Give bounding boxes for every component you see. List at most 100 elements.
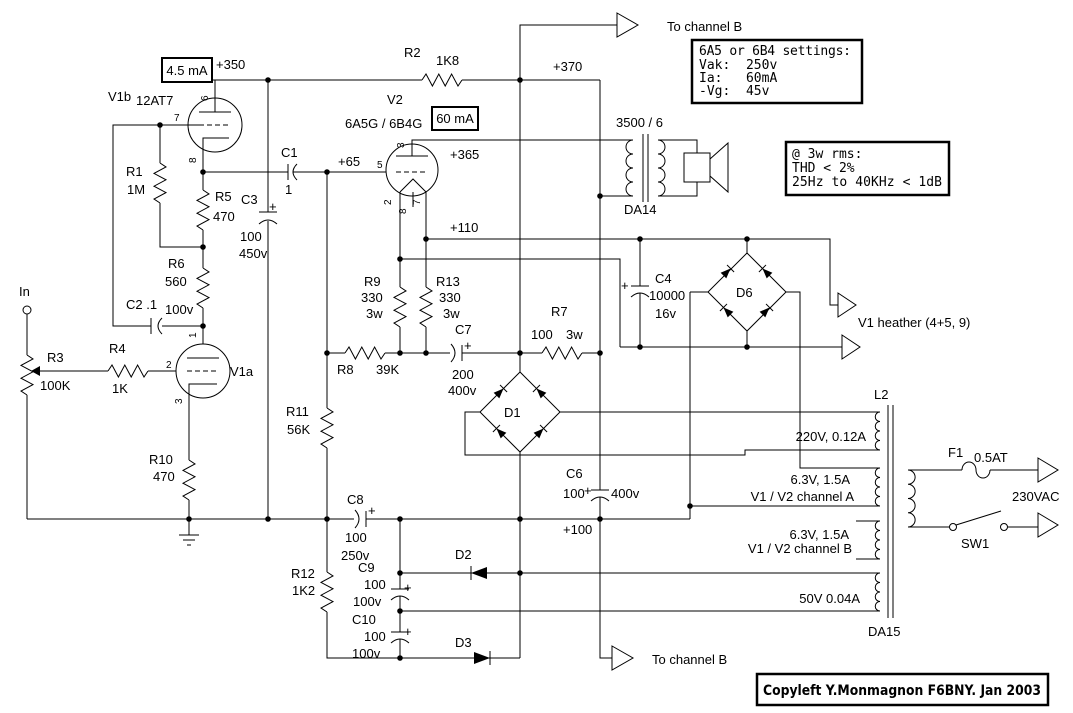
cap-c6 bbox=[590, 489, 610, 502]
label-opt-model: DA14 bbox=[624, 202, 657, 217]
label-r11-value: 56K bbox=[287, 422, 310, 437]
label-to-channel-b-top: To channel B bbox=[667, 19, 742, 34]
label-v1a-name: V1a bbox=[230, 364, 254, 379]
label-l2-model: DA15 bbox=[868, 624, 901, 639]
label-r7-name: R7 bbox=[551, 304, 568, 319]
label-winding-50v: 50V 0.04A bbox=[799, 591, 860, 606]
label-c2-name: C2 .1 bbox=[126, 297, 157, 312]
label-c10-value: 100 bbox=[364, 629, 386, 644]
output-transformer bbox=[625, 139, 666, 197]
meter-box-ib bbox=[161, 57, 213, 83]
label-c6-rating: 400v bbox=[611, 486, 640, 501]
resistor-r5 bbox=[196, 189, 210, 231]
specs-box bbox=[784, 140, 951, 197]
resistor-r1 bbox=[153, 162, 167, 204]
label-winding-63a-ch: V1 / V2 channel A bbox=[751, 489, 855, 504]
wire-heater-rails bbox=[400, 238, 880, 519]
wire-bias-chain bbox=[326, 353, 880, 659]
settings-line3: Ia: 60mA bbox=[699, 71, 777, 86]
label-c9-rating: 100v bbox=[353, 594, 382, 609]
label-r6-name: R6 bbox=[168, 256, 185, 271]
label-winding-63a: 6.3V, 1.5A bbox=[790, 472, 850, 487]
label-r3-name: R3 bbox=[47, 350, 64, 365]
label-c4-name: C4 bbox=[655, 271, 672, 286]
label-winding-220v: 220V, 0.12A bbox=[796, 429, 867, 444]
bridge-d6 bbox=[707, 252, 787, 332]
resistor-r8 bbox=[344, 346, 386, 360]
label-r5-value: 470 bbox=[213, 209, 235, 224]
label-r7-value: 100 bbox=[531, 327, 553, 342]
label-v1b-name: V1b bbox=[108, 89, 131, 104]
label-v2-name: V2 bbox=[387, 92, 403, 107]
label-r12-value: 1K2 bbox=[292, 583, 315, 598]
label-r13-value: 330 bbox=[439, 290, 461, 305]
label-sw1: SW1 bbox=[961, 536, 989, 551]
label-c7-plus: + bbox=[464, 338, 472, 353]
specs-line2: THD < 2% bbox=[792, 161, 855, 176]
label-d3: D3 bbox=[455, 635, 472, 650]
resistor-r9 bbox=[393, 286, 407, 328]
label-c10-name: C10 bbox=[352, 612, 376, 627]
arrow-heater-2 bbox=[841, 334, 861, 360]
resistors bbox=[20, 73, 583, 613]
label-c3-rating: 450v bbox=[239, 246, 268, 261]
label-r11-name: R11 bbox=[286, 404, 309, 419]
label-c1-name: C1 bbox=[281, 145, 298, 160]
label-r13-power: 3w bbox=[443, 306, 460, 321]
resistor-r13 bbox=[419, 286, 433, 328]
label-c4-rating: 16v bbox=[655, 306, 676, 321]
label-c3-value: 100 bbox=[240, 229, 262, 244]
label-c1-value: 1 bbox=[285, 182, 292, 197]
label-r1-value: 1M bbox=[127, 182, 145, 197]
junction-dots bbox=[157, 77, 750, 661]
wires bbox=[26, 24, 1038, 659]
label-r12-name: R12 bbox=[291, 566, 315, 581]
label-v365: +365 bbox=[450, 147, 479, 162]
label-r2-value: 1K8 bbox=[436, 53, 459, 68]
resistor-r11 bbox=[320, 407, 334, 449]
label-c7-value: 200 bbox=[452, 367, 474, 382]
label-c8-plus: + bbox=[368, 503, 376, 518]
bridge-d1 bbox=[479, 371, 561, 453]
resistor-r7 bbox=[541, 346, 583, 360]
label-r5-name: R5 bbox=[215, 189, 232, 204]
switch-sw1 bbox=[949, 523, 1008, 531]
arrow-to-channel-b-bottom bbox=[611, 645, 635, 671]
arrow-mains-live bbox=[1037, 457, 1059, 483]
input-jack: In bbox=[19, 284, 32, 315]
pin-v1b-grid: 7 bbox=[174, 113, 180, 124]
settings-line1: 6A5 or 6B4 settings: bbox=[699, 44, 851, 59]
label-d6: D6 bbox=[736, 285, 753, 300]
label-winding-63b: 6.3V, 1.5A bbox=[789, 527, 849, 542]
pin-v2-plate: 3 bbox=[396, 142, 407, 148]
label-230vac: 230VAC bbox=[1012, 489, 1059, 504]
connector-arrows bbox=[611, 12, 1059, 671]
label-r9-value: 330 bbox=[361, 290, 383, 305]
pin-v1b-plate: 6 bbox=[200, 95, 211, 101]
label-c10-rating: 100v bbox=[352, 646, 381, 661]
label-r8-value: 39K bbox=[376, 362, 399, 377]
resistor-r6 bbox=[196, 267, 210, 309]
wire-v1a-stage bbox=[26, 314, 190, 519]
label-v110: +110 bbox=[450, 220, 478, 235]
label-d1: D1 bbox=[504, 405, 521, 420]
tube-v2 bbox=[385, 143, 439, 197]
pot-wiper-arrow bbox=[31, 366, 40, 376]
cap-c10 bbox=[390, 631, 410, 644]
tube-v1b bbox=[187, 97, 243, 172]
label-r10-name: R10 bbox=[149, 452, 173, 467]
label-c7-rating: 400v bbox=[448, 383, 477, 398]
label-c10-plus: + bbox=[404, 624, 412, 639]
label-r6-value: 560 bbox=[165, 274, 187, 289]
label-l2-name: L2 bbox=[874, 387, 888, 402]
arrow-mains-neutral bbox=[1037, 512, 1059, 538]
cap-c3 bbox=[258, 211, 278, 225]
arrow-heater-1 bbox=[837, 292, 857, 318]
label-r9-power: 3w bbox=[366, 306, 383, 321]
label-c8-value: 100 bbox=[345, 530, 367, 545]
cap-c8 bbox=[354, 509, 367, 529]
cap-c9 bbox=[390, 588, 410, 601]
diode-d2 bbox=[470, 565, 488, 581]
